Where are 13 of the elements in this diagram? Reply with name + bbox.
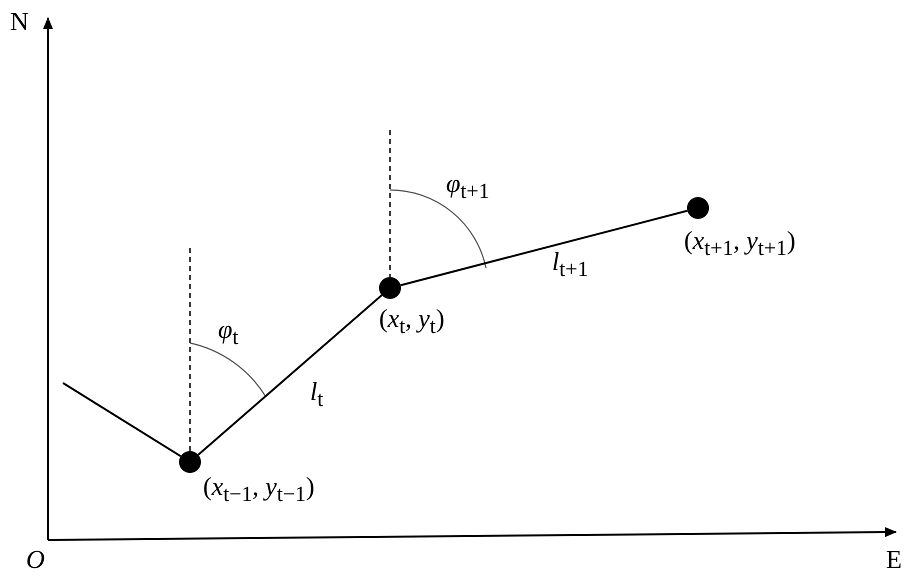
trajectory-segment [198, 294, 382, 456]
trajectory-segment [400, 210, 688, 286]
origin-label: O [26, 546, 45, 575]
edge-label: l$_{t}$ [310, 378, 324, 412]
angle-label: φ$_{t}$ [218, 316, 238, 350]
trajectory-segment [62, 382, 182, 458]
edge-label: l$_{t+1}$ [552, 248, 588, 282]
coordinate-label: (x$_{t+1}$, y$_{t+1}$) [684, 227, 796, 262]
angle-label: φ$_{t+1}$ [446, 170, 490, 204]
coordinate-label: (x$_{t−1}$, y$_{t−1}$) [203, 473, 315, 508]
axis-label: N [10, 8, 29, 37]
coordinate-label: (x$_{t}$, y$_{t}$) [379, 305, 444, 340]
axis-label: E [886, 546, 902, 575]
